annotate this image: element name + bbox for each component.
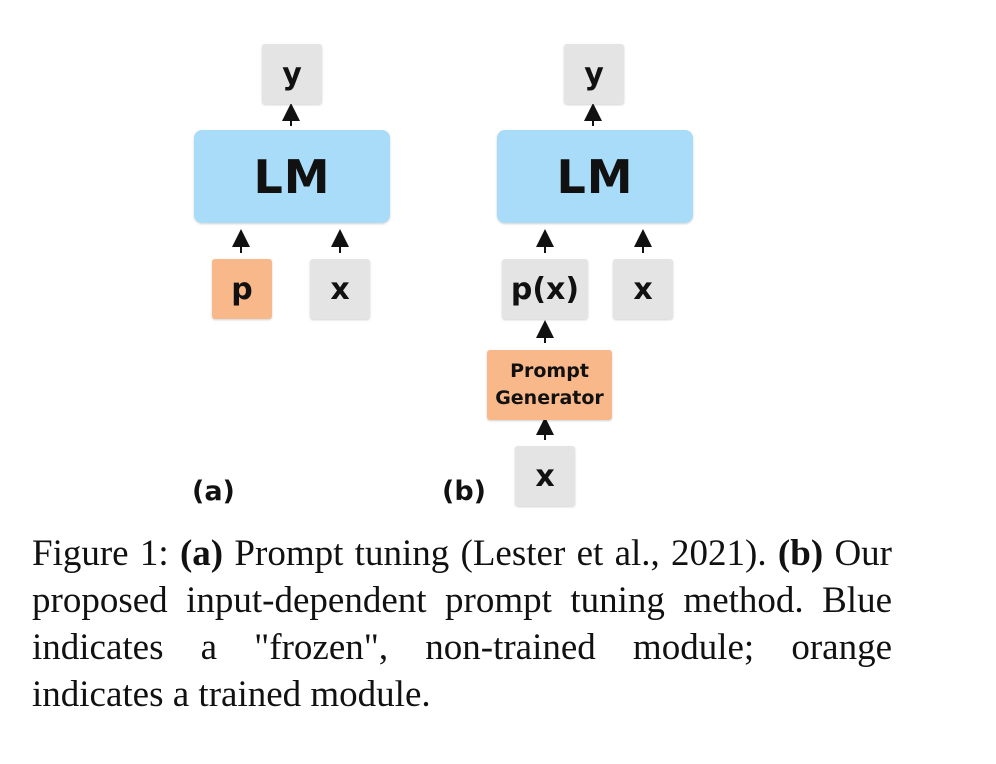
generator-line-2: Generator — [495, 387, 604, 409]
figure-caption: Figure 1: (a) Prompt tuning (Lester et a… — [32, 530, 892, 718]
panel-b-output-y: y — [564, 44, 624, 104]
panel-a-output-y: y — [262, 44, 322, 104]
panel-b-lm-block: LM — [497, 130, 693, 223]
generator-line-1: Prompt — [510, 360, 589, 382]
caption-b-text: Our proposed input-dependent prompt tuni… — [32, 533, 892, 715]
panel-a-prompt-p: p — [212, 259, 272, 319]
panel-a-input-x: x — [310, 259, 370, 319]
caption-a-text: Prompt tuning (Lester et al., 2021). — [223, 533, 778, 574]
panel-b-generator-input-x: x — [515, 446, 575, 506]
panel-b-label: (b) — [442, 476, 487, 507]
caption-b-mark: (b) — [777, 533, 824, 574]
caption-a-mark: (a) — [179, 533, 224, 574]
caption-prefix: Figure 1: — [32, 533, 180, 574]
panel-b-prompt-generator: Prompt Generator — [487, 350, 612, 420]
panel-b-input-x: x — [613, 259, 673, 319]
panel-a-label: (a) — [192, 476, 235, 507]
panel-a-lm-block: LM — [194, 130, 390, 223]
panel-b-prompt-px: p(x) — [502, 259, 588, 319]
